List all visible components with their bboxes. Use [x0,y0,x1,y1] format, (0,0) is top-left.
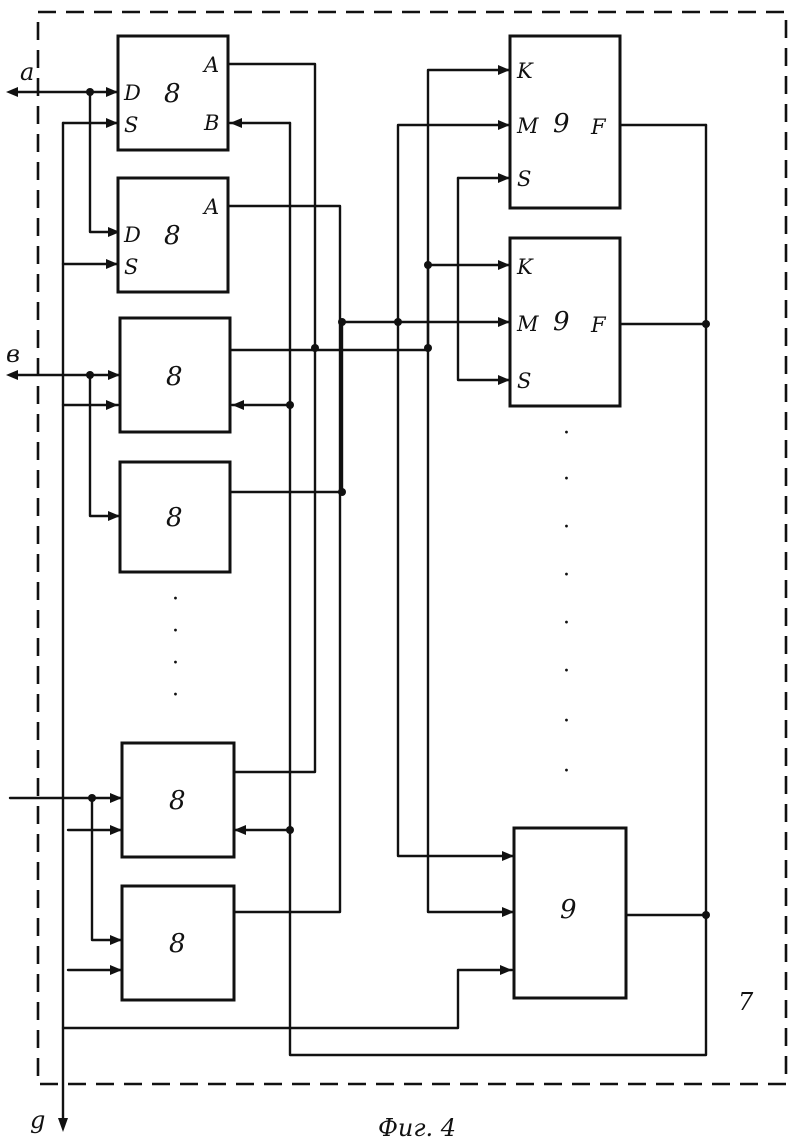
register-block-3: 8 [120,318,230,432]
svg-text:·: · [563,759,570,784]
register-block-6: 8 [122,886,234,1000]
svg-text:·: · [563,659,570,684]
register-block-4: 8 [120,462,230,572]
block-number: 8 [164,221,181,251]
register-block-2: D S 8 A [118,178,228,292]
block-number: 9 [553,307,570,337]
svg-text:·: · [172,683,179,708]
pin-s-label: S [124,113,138,137]
block-number: 8 [169,929,186,959]
pin-b-label: B [203,111,219,135]
pin-s-label: S [517,369,531,393]
block-number: 9 [560,895,577,925]
block-number: 8 [164,79,181,109]
register-block-5: 8 [122,743,234,857]
pin-s-label: S [517,167,531,191]
svg-text:·: · [563,515,570,540]
figure-caption: Фиг. 4 [378,1114,456,1142]
pin-m-label: M [516,312,539,336]
svg-text:·: · [563,611,570,636]
pin-k-label: K [516,59,534,83]
pin-d-label: D [123,223,141,247]
svg-text:·: · [563,563,570,588]
pin-a-label: A [202,195,219,219]
pin-d-label: D [123,81,141,105]
comparator-block-2: K M S 9 F [510,238,620,406]
block-number: 8 [169,786,186,816]
comparator-block-1: K M S 9 F [510,36,620,208]
pin-k-label: K [516,255,534,279]
output-g-label: g [30,1106,45,1134]
block-number: 8 [166,503,183,533]
register-ellipsis: · · · · [172,587,179,708]
register-block-1: D S 8 A B [118,36,228,150]
pin-s-label: S [124,255,138,279]
block-number: 8 [166,362,183,392]
svg-text:·: · [172,619,179,644]
pin-m-label: M [516,114,539,138]
arrowheads [6,65,514,1132]
input-a-label: a [20,58,34,86]
block-number: 9 [553,109,570,139]
svg-text:·: · [563,709,570,734]
pin-f-label: F [590,115,607,139]
svg-text:·: · [172,651,179,676]
svg-text:·: · [563,421,570,446]
svg-text:·: · [172,587,179,612]
comparator-ellipsis: · · · · · · · · [563,421,570,784]
pin-f-label: F [590,313,607,337]
block-7-label: 7 [738,988,754,1016]
input-b-label: в [6,340,20,368]
comparator-block-3: 9 [514,828,626,998]
pin-a-label: A [202,53,219,77]
svg-text:·: · [563,467,570,492]
